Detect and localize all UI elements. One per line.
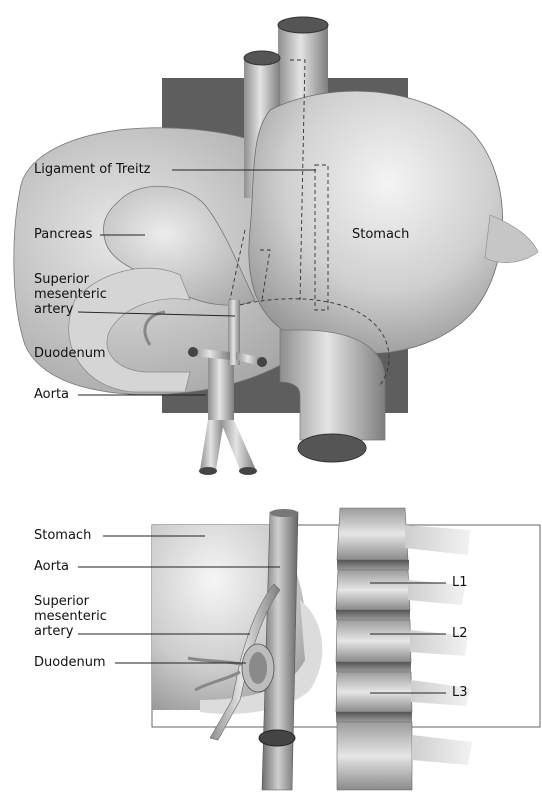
vertebra-l1 xyxy=(336,570,410,610)
label-l1: L1 xyxy=(452,575,468,590)
branch-opening-left xyxy=(188,347,198,357)
aorta-vessel xyxy=(208,355,234,425)
label-stomach-bottom: Stomach xyxy=(34,528,91,543)
jejunum-opening xyxy=(298,434,366,462)
stomach-shape xyxy=(249,91,503,354)
ivc-opening xyxy=(244,51,280,65)
label-duodenum: Duodenum xyxy=(34,346,106,361)
vertebra-l4 xyxy=(337,722,412,790)
label-stomach: Stomach xyxy=(352,227,409,242)
label-superior-mesenteric-artery-bottom: Superior mesenteric artery xyxy=(34,594,107,639)
iliac-opening-left xyxy=(199,467,217,475)
label-superior-mesenteric-artery: Superior mesenteric artery xyxy=(34,272,107,317)
disc-3 xyxy=(336,662,411,672)
label-aorta-bottom: Aorta xyxy=(34,559,69,574)
esophagus-opening xyxy=(278,17,328,33)
process-1 xyxy=(405,525,470,555)
label-duodenum-bottom: Duodenum xyxy=(34,655,106,670)
stomach-fundus-tail xyxy=(485,215,538,263)
vertebra-t12 xyxy=(337,508,408,560)
iliac-opening-right xyxy=(239,467,257,475)
top-figure xyxy=(14,17,538,475)
branch-opening-right xyxy=(257,357,267,367)
vertebra-l3 xyxy=(336,672,412,712)
bottom-figure xyxy=(78,508,540,790)
label-pancreas: Pancreas xyxy=(34,227,92,242)
disc-4 xyxy=(336,712,412,722)
label-ligament-of-treitz: Ligament of Treitz xyxy=(34,162,151,177)
disc-1 xyxy=(337,560,409,570)
aorta-left-iliac xyxy=(200,420,224,470)
aorta-side-opening xyxy=(259,730,295,746)
disc-2 xyxy=(336,610,410,620)
process-5 xyxy=(412,735,472,765)
duodenum-lumen xyxy=(249,652,267,684)
lumbar-spine xyxy=(336,508,472,790)
aorta-right-iliac xyxy=(220,420,256,470)
label-aorta: Aorta xyxy=(34,387,69,402)
label-l3: L3 xyxy=(452,685,468,700)
vertebra-l2 xyxy=(336,620,411,662)
aorta-side-top xyxy=(270,509,298,517)
label-l2: L2 xyxy=(452,626,468,641)
